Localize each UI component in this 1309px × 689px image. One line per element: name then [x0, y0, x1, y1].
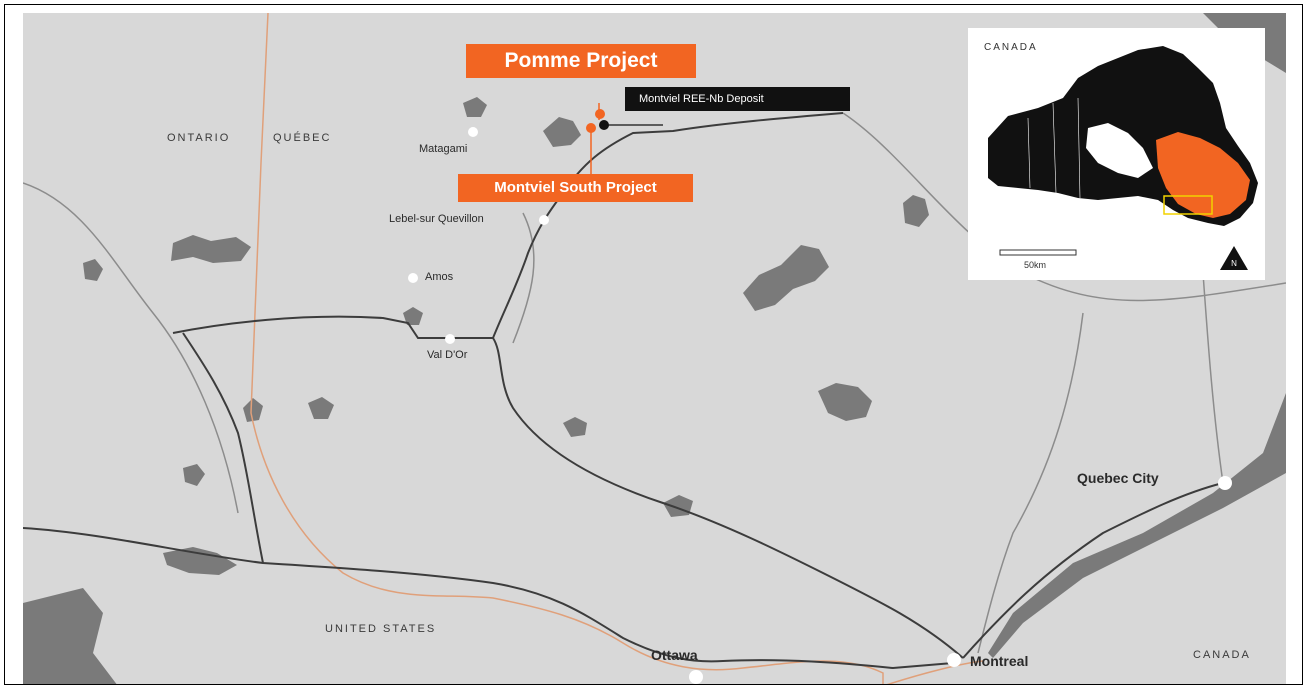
river-1	[23, 182, 239, 514]
town-label-lebel: Lebel-sur Quevillon	[389, 213, 484, 225]
water-lake-small-2	[903, 195, 929, 227]
marker-montreal	[947, 653, 961, 667]
marker-pomme	[595, 109, 605, 119]
water-lake-small-1	[463, 97, 487, 117]
inset-scale-label: 50km	[1024, 260, 1047, 270]
inset-hudson-bay	[1086, 123, 1153, 178]
city-label-quebec-city: Quebec City	[1077, 470, 1159, 486]
city-label-montreal: Montreal	[970, 653, 1029, 669]
water-lake-small-6	[563, 417, 587, 437]
border-us	[886, 660, 984, 684]
road-north	[492, 112, 844, 339]
inset-canada-shape: N	[988, 46, 1258, 270]
inset-line-2	[1052, 102, 1057, 194]
inset-map: CANADA N 50km	[968, 28, 1265, 280]
roads	[23, 112, 1224, 670]
water-lake-small-3	[403, 307, 423, 325]
road-west	[182, 332, 264, 564]
road-south	[23, 527, 954, 670]
marker-quebec-city	[1218, 476, 1232, 490]
road-main	[172, 315, 964, 659]
inset-province-lines	[1027, 97, 1081, 199]
river-5	[512, 212, 535, 344]
water-lake-nipissing	[163, 547, 237, 575]
callout-montviel-deposit: Montviel REE-Nb Deposit	[625, 87, 850, 111]
map-frame: ONTARIO QUÉBEC UNITED STATES CANADA Mata…	[4, 4, 1303, 685]
water-lake-cluster-1	[743, 245, 829, 311]
river-4	[977, 312, 1084, 654]
map-area: ONTARIO QUÉBEC UNITED STATES CANADA Mata…	[23, 13, 1286, 684]
marker-amos	[408, 273, 418, 283]
marker-montviel-south	[586, 123, 596, 133]
region-label-ontario: ONTARIO	[167, 132, 231, 144]
water-lake-abitibi	[171, 235, 251, 263]
region-label-united-states: UNITED STATES	[325, 623, 437, 635]
water-lake-matagami	[543, 117, 581, 147]
inset-line-3	[1077, 97, 1081, 199]
region-label-canada: CANADA	[1193, 649, 1251, 661]
border-ontario-quebec	[250, 13, 884, 684]
inset-scale-bar	[999, 249, 1077, 256]
road-montreal-quebec	[962, 482, 1224, 659]
north-arrow-icon	[1220, 246, 1248, 270]
water-st-lawrence	[988, 393, 1286, 658]
marker-matagami	[468, 127, 478, 137]
water-georgian-bay	[23, 588, 117, 684]
region-label-quebec: QUÉBEC	[273, 132, 332, 144]
town-label-matagami: Matagami	[419, 143, 468, 155]
borders	[250, 13, 984, 684]
water-lake-small-4	[308, 397, 334, 419]
north-arrow-label: N	[1231, 259, 1237, 268]
base-map	[23, 13, 1286, 684]
city-label-ottawa: Ottawa	[651, 647, 698, 663]
water-lake-small-5	[663, 495, 693, 517]
inset-title: CANADA	[984, 42, 1038, 53]
marker-ottawa	[689, 670, 703, 684]
callout-montviel-south-project: Montviel South Project	[458, 174, 693, 202]
river-3	[1202, 272, 1224, 484]
marker-deposit	[599, 120, 609, 130]
town-markers	[408, 127, 1232, 684]
water-gouin	[818, 383, 872, 421]
water-lake-small-8	[83, 259, 103, 281]
inset-line-1	[1027, 117, 1031, 189]
marker-val-dor	[445, 334, 455, 344]
inset-area-highlight	[1163, 195, 1213, 215]
water-lake-small-7	[243, 398, 263, 422]
town-label-val-dor: Val D'Or	[427, 349, 468, 361]
town-label-amos: Amos	[425, 271, 454, 283]
marker-lebel	[539, 215, 549, 225]
water-lake-small-9	[183, 464, 205, 486]
callout-pomme-project: Pomme Project	[466, 44, 696, 78]
